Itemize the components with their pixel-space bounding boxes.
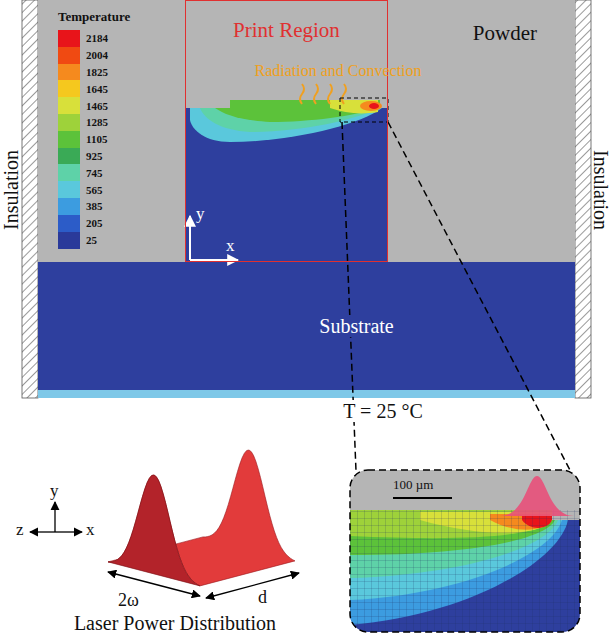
legend-value: 745 bbox=[86, 167, 103, 179]
region-label: Powder bbox=[473, 22, 537, 45]
legend-value: 2004 bbox=[86, 49, 108, 61]
legend-swatch bbox=[58, 80, 80, 97]
legend-swatch bbox=[58, 64, 80, 81]
axis-label: x bbox=[86, 521, 95, 540]
zoom-inset bbox=[350, 470, 580, 632]
laser-power-distribution bbox=[108, 450, 295, 586]
legend-value: 1285 bbox=[86, 116, 108, 128]
region-box: Substrate bbox=[38, 262, 575, 390]
legend-title: Temperature bbox=[58, 10, 130, 24]
legend-value: 565 bbox=[86, 184, 103, 196]
dimension-label: 2ω bbox=[118, 591, 139, 611]
legend-swatch bbox=[58, 30, 80, 47]
substrate-block bbox=[38, 262, 575, 390]
scale-bar-label: 100 µm bbox=[393, 478, 433, 492]
legend-swatch bbox=[58, 47, 80, 64]
laser-surface bbox=[108, 450, 295, 586]
legend-value: 1465 bbox=[86, 100, 108, 112]
axis-label: x bbox=[226, 237, 235, 256]
legend-swatch bbox=[58, 181, 80, 198]
legend-swatch bbox=[58, 164, 80, 181]
boundary-label: Insulation bbox=[591, 150, 611, 230]
melt-pool-contours bbox=[190, 100, 382, 142]
insulation-wall bbox=[575, 0, 591, 398]
zoom-window bbox=[340, 98, 388, 122]
caption-label: Laser Power Distribution bbox=[74, 612, 276, 634]
legend-swatch bbox=[58, 97, 80, 114]
legend-value: 1645 bbox=[86, 83, 108, 95]
axis-label: y bbox=[196, 205, 205, 224]
triad-axes bbox=[30, 502, 82, 532]
region-box: Print Region bbox=[185, 0, 388, 262]
zoom-border bbox=[350, 470, 580, 632]
region-label: Print Region bbox=[233, 19, 340, 42]
legend-swatch bbox=[58, 232, 80, 249]
legend-value: 385 bbox=[86, 200, 103, 212]
legend-swatch bbox=[58, 114, 80, 131]
legend-value: 205 bbox=[86, 217, 103, 229]
axis-label: z bbox=[16, 521, 24, 540]
base-layer bbox=[38, 390, 575, 398]
powder-bed bbox=[38, 0, 575, 262]
legend-value: 25 bbox=[86, 234, 97, 246]
legend-value: 925 bbox=[86, 150, 103, 162]
boundary-condition: T = 25 °C bbox=[340, 400, 425, 422]
axis-label: y bbox=[50, 482, 59, 501]
legend-value: 1825 bbox=[86, 66, 108, 78]
region-box: Powder Print Region bbox=[38, 0, 575, 262]
legend-value: 2184 bbox=[86, 32, 108, 44]
radiation-waves bbox=[300, 84, 346, 104]
insulation-wall bbox=[22, 0, 38, 398]
legend-swatch bbox=[58, 198, 80, 215]
legend-swatch bbox=[58, 215, 80, 232]
legend-swatch bbox=[58, 148, 80, 165]
printed-part bbox=[186, 108, 387, 262]
region-label: Substrate bbox=[315, 315, 397, 337]
boundary-label: Insulation bbox=[1, 150, 21, 230]
legend-swatch bbox=[58, 131, 80, 148]
physics-label: Radiation and Convection bbox=[254, 62, 421, 80]
laser-front-face bbox=[108, 475, 200, 586]
dimension-label: d bbox=[258, 588, 267, 608]
legend-value: 1105 bbox=[86, 133, 107, 145]
